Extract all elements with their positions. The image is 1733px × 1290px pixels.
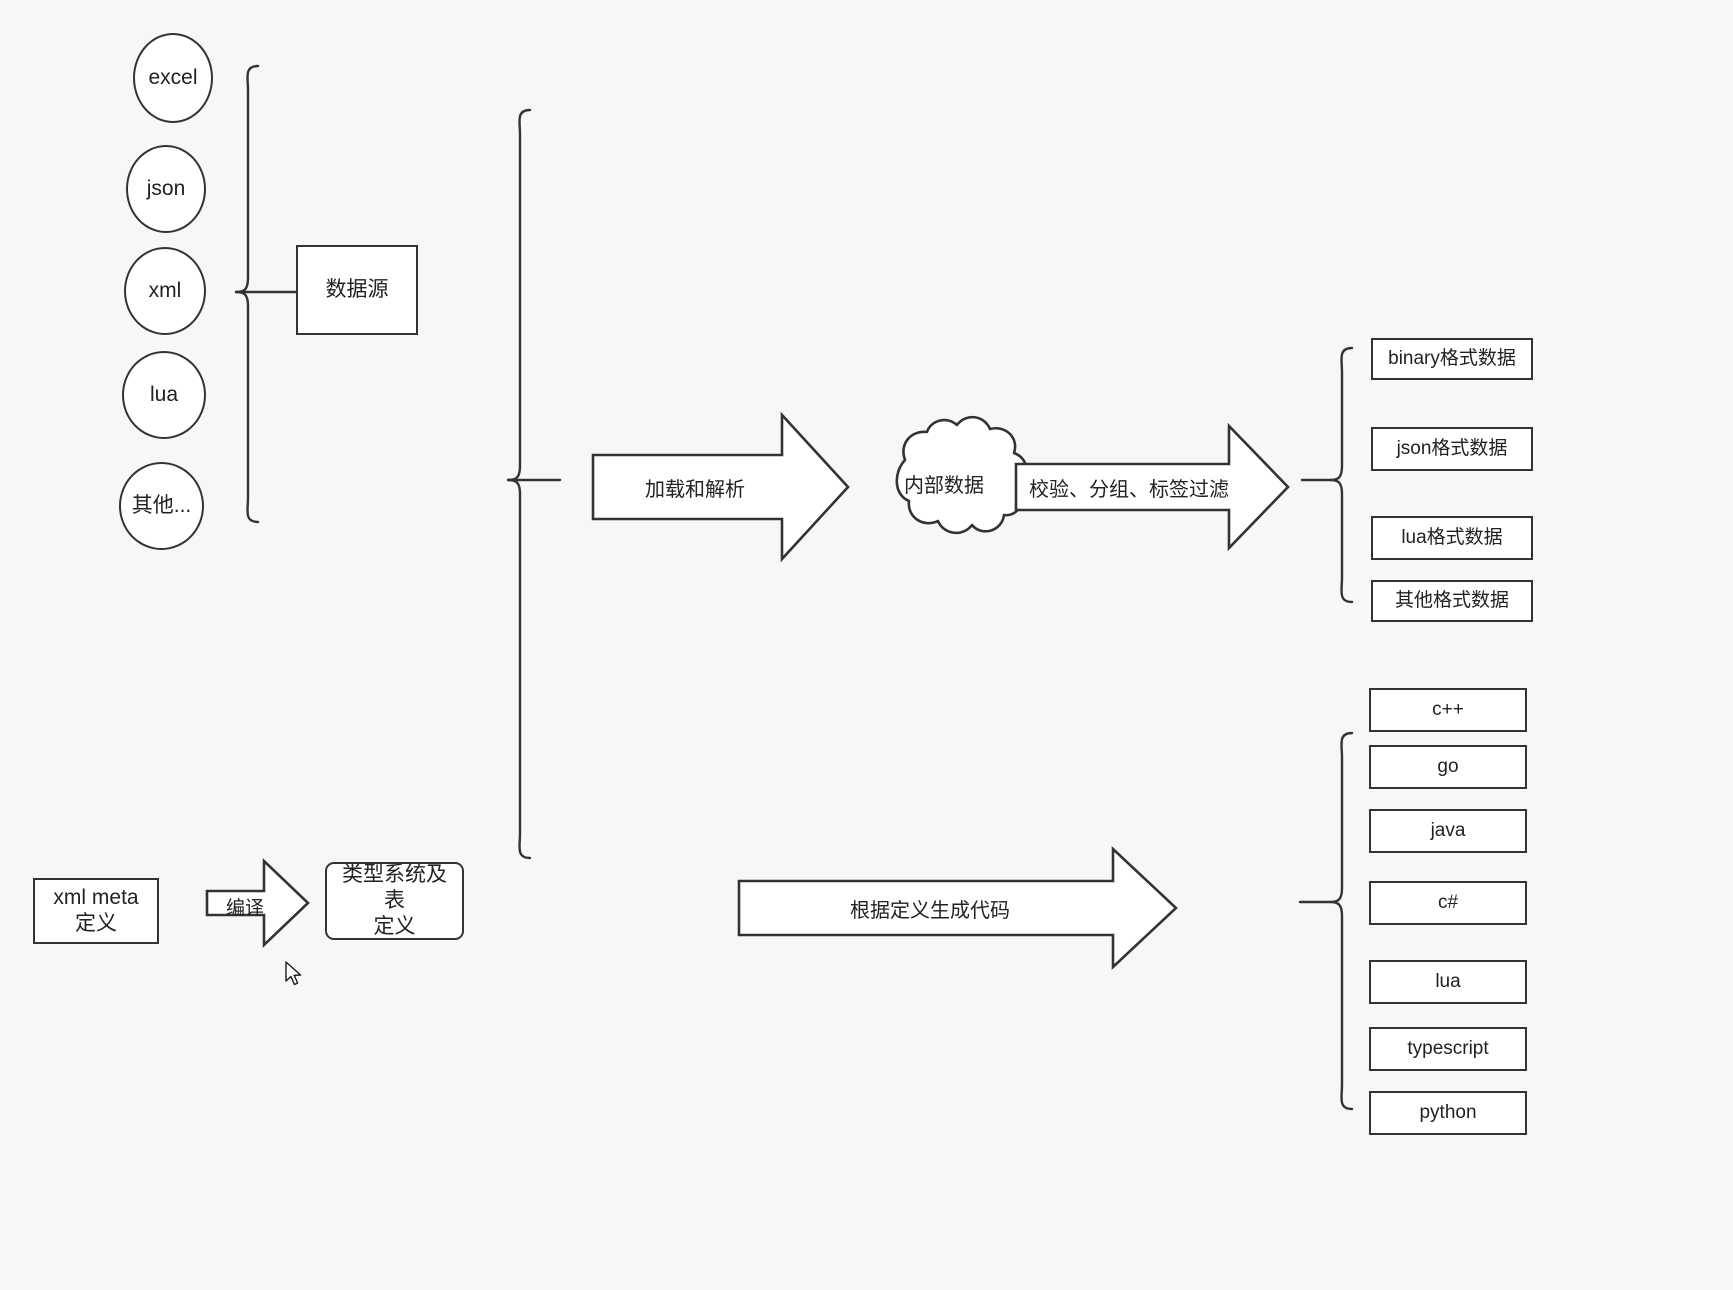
output-format-other-label: 其他格式数据 — [1394, 590, 1509, 612]
data-source-excel[interactable]: excel — [133, 33, 213, 123]
output-language-csharp-label: c# — [1437, 892, 1459, 914]
output-language-python[interactable]: python — [1369, 1091, 1527, 1135]
output-format-json[interactable]: json格式数据 — [1371, 427, 1533, 471]
output-format-lua-label: lua格式数据 — [1401, 527, 1503, 549]
xml-meta-definition-box[interactable]: xml meta定义 — [33, 878, 159, 944]
load-parse-arrow-shape — [591, 411, 850, 563]
output-language-go-label: go — [1437, 756, 1459, 778]
output-format-other[interactable]: 其他格式数据 — [1371, 580, 1533, 622]
output-language-java[interactable]: java — [1369, 809, 1527, 853]
internal-data-cloud-shape — [895, 415, 1028, 535]
xml-meta-definition-label: xml meta定义 — [53, 885, 139, 935]
data-source-group-box[interactable]: 数据源 — [296, 245, 418, 335]
brace-data-sources — [234, 64, 260, 524]
type-system-label: 类型系统及表 定义 — [342, 862, 447, 939]
data-source-json[interactable]: json — [126, 145, 206, 233]
data-source-group-label: 数据源 — [325, 277, 389, 301]
output-language-typescript[interactable]: typescript — [1369, 1027, 1527, 1071]
filter-arrow-shape — [1014, 422, 1290, 552]
brace-pipeline-input — [506, 108, 532, 860]
output-format-json-label: json格式数据 — [1396, 438, 1508, 460]
output-language-lua-label: lua — [1435, 971, 1461, 993]
data-source-xml-label: xml — [148, 278, 182, 302]
data-source-excel-label: excel — [148, 65, 198, 89]
data-source-lua-label: lua — [149, 382, 179, 406]
output-language-cpp-label: c++ — [1432, 699, 1464, 721]
output-language-typescript-label: typescript — [1407, 1038, 1489, 1060]
output-language-cpp[interactable]: c++ — [1369, 688, 1527, 732]
type-system-box[interactable]: 类型系统及表 定义 — [325, 862, 464, 940]
brace-output-formats — [1328, 346, 1354, 604]
data-source-json-label: json — [146, 176, 186, 200]
output-format-lua[interactable]: lua格式数据 — [1371, 516, 1533, 560]
output-language-lua[interactable]: lua — [1369, 960, 1527, 1004]
data-source-lua[interactable]: lua — [122, 351, 206, 439]
brace-output-languages — [1328, 731, 1354, 1111]
output-language-go[interactable]: go — [1369, 745, 1527, 789]
output-format-binary-label: binary格式数据 — [1388, 348, 1516, 370]
output-format-binary[interactable]: binary格式数据 — [1371, 338, 1533, 380]
data-source-other-label: 其他... — [131, 493, 192, 517]
data-source-other[interactable]: 其他... — [119, 462, 204, 550]
data-source-xml[interactable]: xml — [124, 247, 206, 335]
output-language-csharp[interactable]: c# — [1369, 881, 1527, 925]
compile-arrow-shape — [205, 857, 310, 949]
output-language-java-label: java — [1430, 820, 1466, 842]
codegen-arrow-shape — [737, 846, 1178, 970]
output-language-python-label: python — [1419, 1102, 1477, 1124]
